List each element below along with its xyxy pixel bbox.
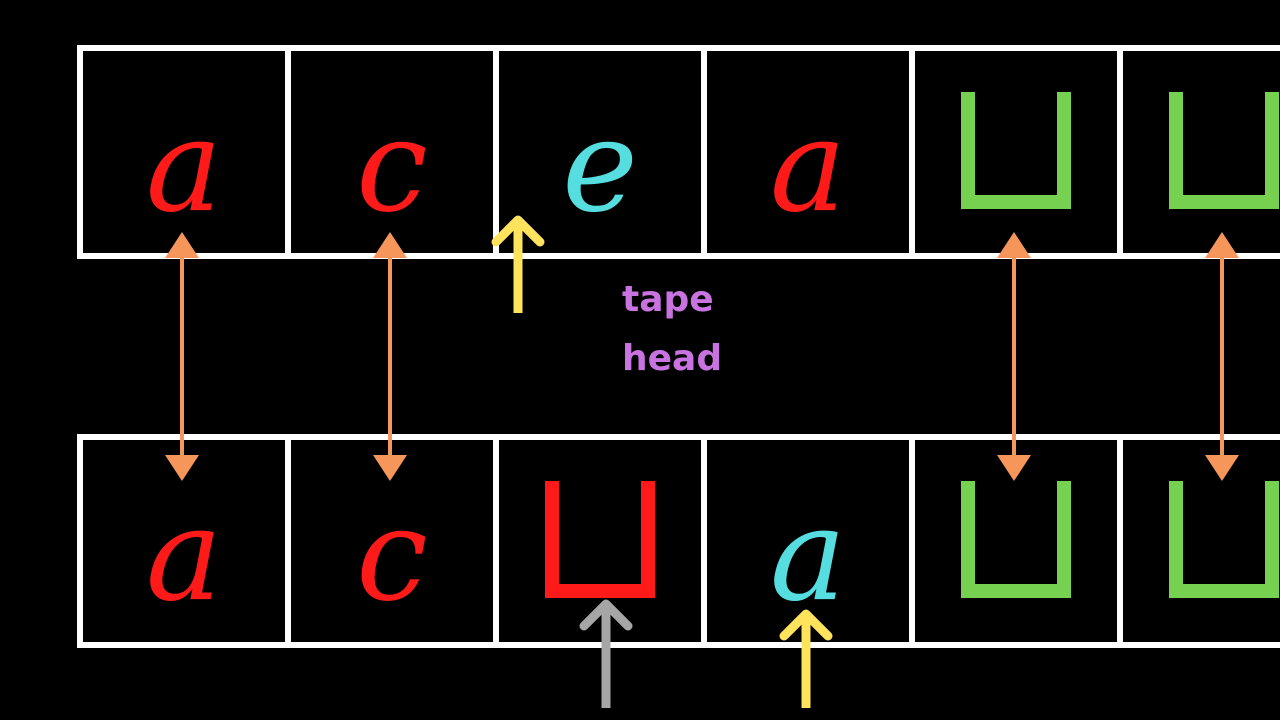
tape-head-label-line2: head [622,338,722,379]
correspondence-arrow [1205,232,1239,481]
correspondence-arrow [165,232,199,481]
bottom-tape-symbol-a: a [770,481,846,630]
bottom-tape-blank-symbol: ␣ [961,481,1071,598]
top-tape-symbol-e: e [562,92,638,241]
bottom-tape-previous-head-arrow [579,599,633,708]
head-markers [491,215,833,708]
top-tape-cell: e [493,45,707,259]
top-tape-symbol-c: c [356,92,428,241]
bottom-tape-head-arrow [779,609,833,708]
bottom-tape-blank-symbol: ␣ [1169,481,1279,598]
top-tape-blank-symbol: ␣ [961,92,1071,209]
top-tape-head-arrow [491,215,545,313]
bottom-tape-symbol-c: c [356,481,428,630]
correspondence-arrow [997,232,1031,481]
top-tape-symbol-a: a [770,92,846,241]
bottom-tape-blank-symbol: ␣ [545,481,655,598]
top-tape-symbol-a: a [146,92,222,241]
top-tape-blank-symbol: ␣ [1169,92,1279,209]
correspondence-arrows [165,232,1239,481]
correspondence-arrow [373,232,407,481]
tape-head-label-line1: tape [622,279,714,320]
bottom-tape-cell: a [77,434,291,648]
bottom-tape-cell: a [701,434,915,648]
bottom-tape-symbol-a: a [146,481,222,630]
